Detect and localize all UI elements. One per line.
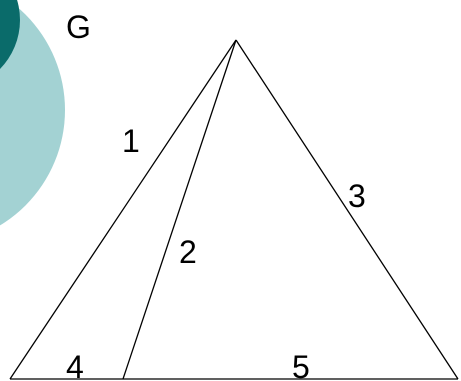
edge-label-3: 3 <box>348 178 366 214</box>
decorative-outer-circle <box>0 0 65 226</box>
edge-label-5: 5 <box>292 349 310 381</box>
edge-2 <box>122 39 237 380</box>
edge-label-2: 2 <box>179 234 197 270</box>
edge-3 <box>235 39 459 380</box>
edge-label-4: 4 <box>66 349 84 381</box>
edge-label-1: 1 <box>122 123 140 159</box>
edge-1 <box>9 39 237 380</box>
decorative-inner-circle <box>0 0 20 69</box>
graph-title: G <box>66 9 91 45</box>
